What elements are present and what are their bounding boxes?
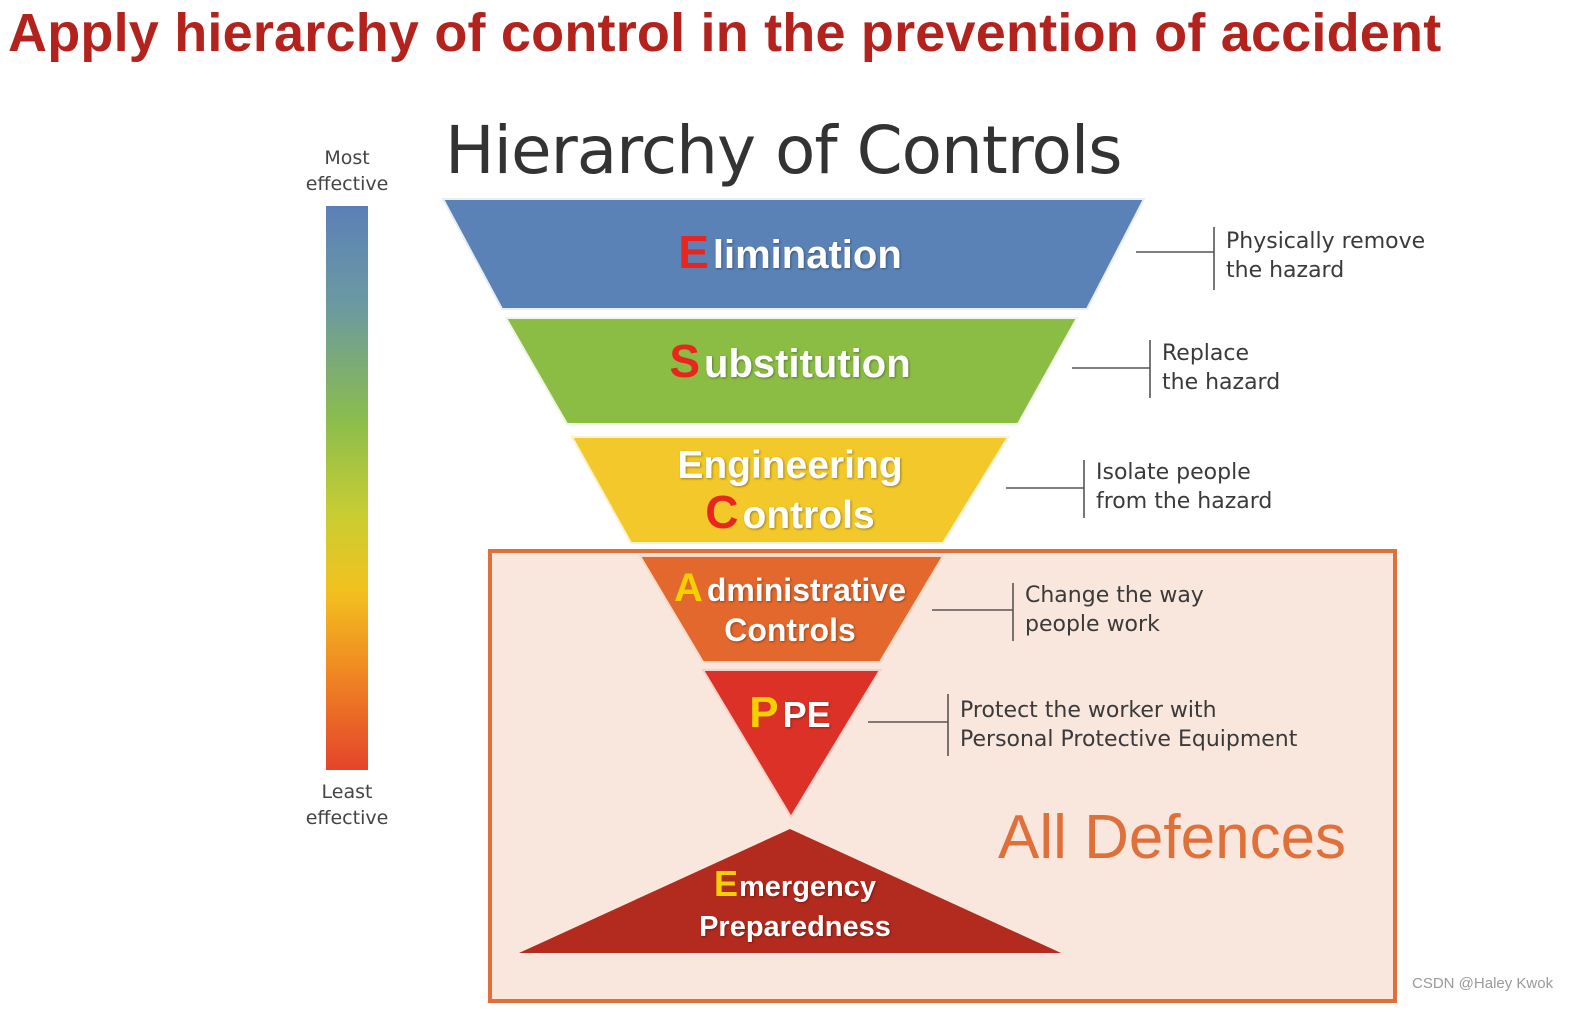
ppe-band (701, 669, 882, 819)
substitution-band (504, 317, 1079, 425)
effectiveness-gradient-bar (326, 206, 368, 770)
connector-lines (868, 227, 1215, 756)
least-effective-label: Least effective (287, 779, 407, 831)
ppe-initial: P (749, 688, 779, 737)
engineering-text: Engineering (677, 444, 903, 487)
administrative-controls-text: Controls (724, 612, 856, 648)
elimination-initial: E (678, 226, 709, 278)
elimination-text: limination (712, 233, 902, 277)
emergency-preparedness-triangle (519, 829, 1061, 953)
most-effective-text: Most effective (305, 147, 389, 195)
preparedness-text: Preparedness (699, 911, 891, 943)
administrative-text: dministrative (706, 572, 907, 608)
emergency-text: mergency (739, 871, 877, 903)
watermark: CSDN @Haley Kwok (1412, 975, 1554, 992)
substitution-text: ubstitution (704, 342, 911, 386)
diagram-title: Hierarchy of Controls (445, 112, 1123, 189)
administrative-controls-band (638, 555, 945, 663)
elimination-description: Physically remove the hazard (1226, 229, 1426, 283)
all-defences-label: All Defences (998, 803, 1347, 872)
controls-text: ontrols (742, 494, 875, 537)
ppe-text: PE (782, 694, 831, 735)
ppe-description: Protect the worker with Personal Protect… (960, 698, 1298, 752)
emergency-initial: E (713, 863, 738, 904)
slide-title: Apply hierarchy of control in the preven… (8, 3, 1442, 63)
controls-initial: C (705, 486, 739, 538)
administrative-initial: A (673, 566, 703, 610)
engineering-controls-band (570, 436, 1010, 544)
engineering-description: Isolate people from the hazard (1096, 460, 1273, 514)
emergency-preparedness-label: Emergency Preparedness (560, 864, 1030, 947)
substitution-initial: S (669, 335, 701, 387)
most-effective-label: Most effective (287, 145, 407, 197)
least-effective-text: Least effective (305, 781, 389, 829)
elimination-band (441, 198, 1146, 310)
substitution-description: Replace the hazard (1162, 341, 1281, 395)
administrative-description: Change the way people work (1025, 583, 1204, 637)
